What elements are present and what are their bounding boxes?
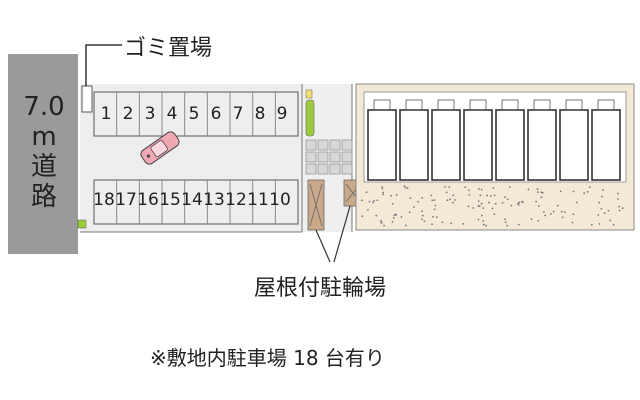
- building-unit: [399, 109, 429, 181]
- garbage-leader: [85, 44, 122, 86]
- building-unit: [559, 109, 589, 181]
- stall-number: 16: [137, 190, 159, 210]
- stall-number: 8: [254, 104, 266, 124]
- stall-number: 12: [225, 190, 247, 210]
- road-width: 7.0: [23, 92, 65, 122]
- stall-number: 17: [115, 190, 137, 210]
- stall-number: 11: [247, 190, 269, 210]
- bicycle-leader: [315, 229, 331, 263]
- building-unit: [431, 109, 461, 181]
- building-unit: [527, 109, 557, 181]
- building-unit: [367, 109, 397, 181]
- road-char-1: 道: [30, 152, 57, 182]
- stall-number: 9: [276, 104, 288, 124]
- car-icon: [140, 131, 180, 165]
- stall-number: 2: [122, 104, 134, 124]
- parking-note: ※敷地内駐車場 18 台有り: [150, 346, 385, 370]
- stall-number: 6: [210, 104, 222, 124]
- road-label: 7.0 m 道 路: [10, 92, 78, 212]
- stall-number: 3: [144, 104, 156, 124]
- bottom-stalls: [93, 179, 299, 225]
- stall-number: 5: [188, 104, 200, 124]
- building-units: [367, 99, 621, 181]
- tile-grid: [305, 139, 353, 175]
- garbage-area: [81, 85, 93, 113]
- stall-number: 4: [166, 104, 178, 124]
- hedge-left: [305, 99, 315, 137]
- stall-number: 18: [93, 190, 115, 210]
- top-stalls: [93, 91, 299, 137]
- stall-number: 14: [181, 190, 203, 210]
- bicycle-label: 屋根付駐輪場: [254, 276, 387, 301]
- stall-number: 10: [269, 190, 291, 210]
- stall-number: 1: [100, 104, 112, 124]
- stall-number: 15: [159, 190, 181, 210]
- building-unit: [591, 109, 621, 181]
- stall-number: 13: [203, 190, 225, 210]
- building-unit: [463, 109, 493, 181]
- building-unit: [495, 109, 525, 181]
- garbage-label: ゴミ置場: [124, 36, 213, 61]
- road-unit: m: [31, 122, 57, 152]
- stall-number: 7: [232, 104, 244, 124]
- road-char-2: 路: [30, 182, 57, 212]
- green-marker: [77, 219, 87, 229]
- road: [8, 54, 78, 254]
